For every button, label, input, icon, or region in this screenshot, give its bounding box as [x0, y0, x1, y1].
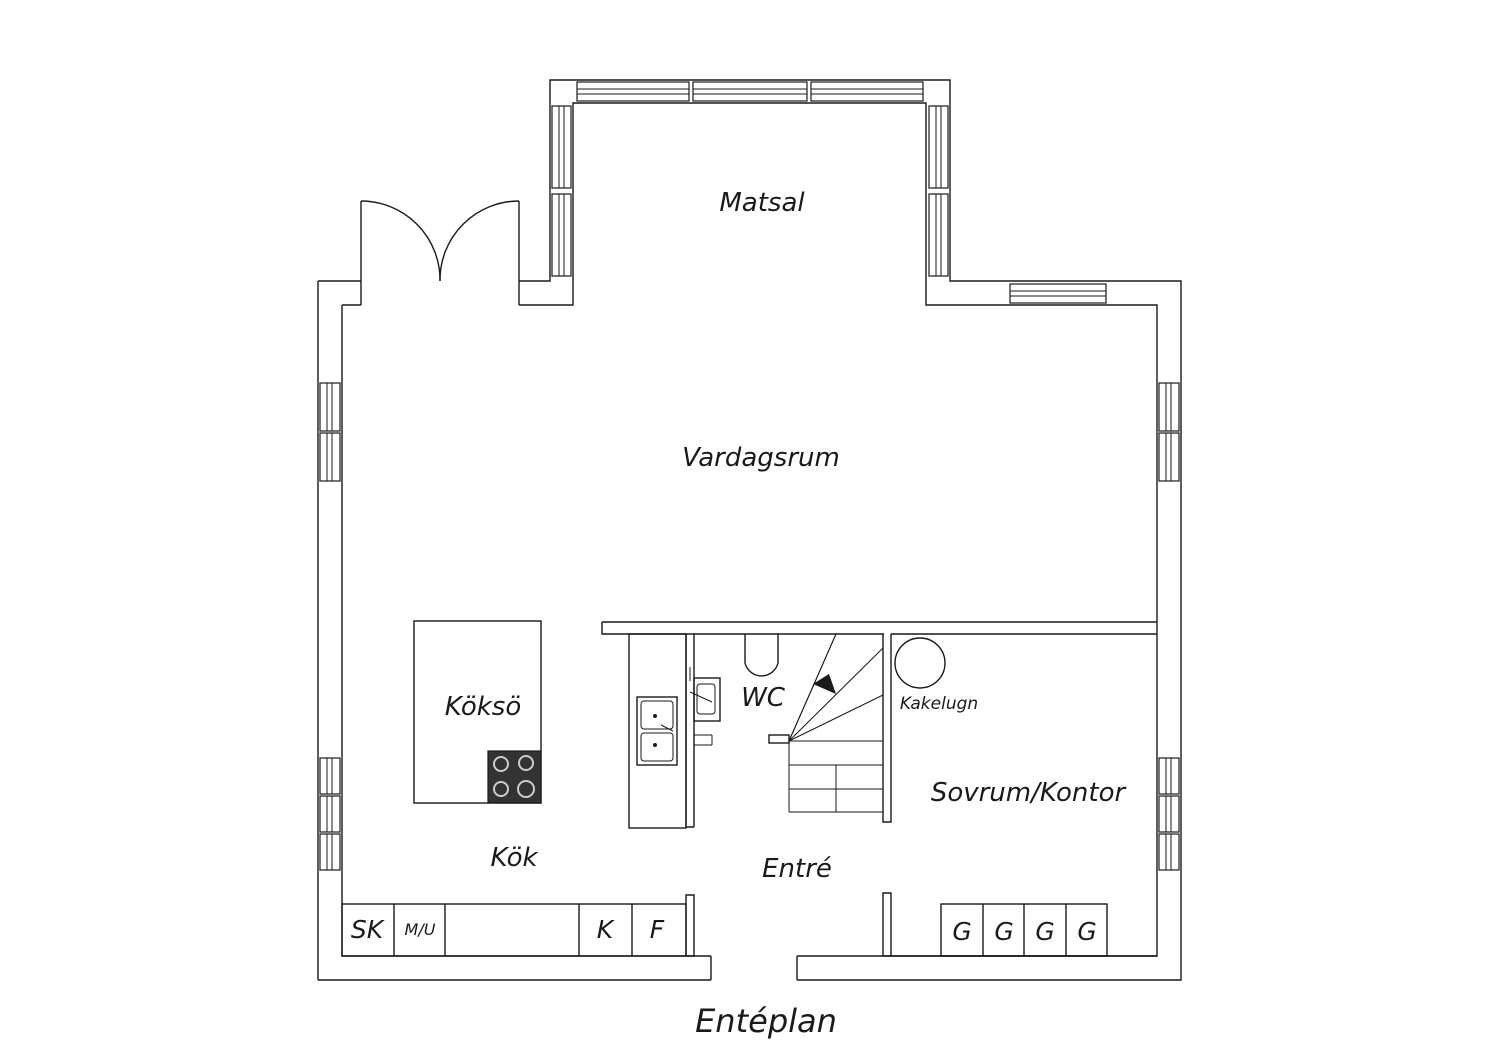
wardrobe-label: G — [994, 917, 1013, 946]
kakelugn-icon — [894, 637, 946, 689]
room-label-kok: Kök — [490, 843, 538, 873]
room-labels: Matsal Vardagsrum Köksö Kök WC Kakelugn … — [445, 188, 1128, 884]
unit-label-k: K — [597, 915, 616, 944]
wardrobe-label: G — [952, 917, 971, 946]
kitchen-counter — [628, 633, 687, 829]
wardrobe-label: G — [1077, 917, 1096, 946]
wc-fixtures — [689, 634, 779, 746]
stair-direction-arrow-icon — [813, 674, 836, 694]
outer-walls — [317, 79, 1182, 981]
wardrobe-labels: G G G G — [952, 917, 1096, 946]
wardrobe-label: G — [1035, 917, 1054, 946]
staircase — [768, 633, 884, 813]
room-label-wc: WC — [741, 683, 786, 713]
washbasin-icon — [693, 677, 721, 722]
room-label-entre: Entré — [762, 854, 832, 884]
kitchen-wall-units — [341, 903, 687, 957]
french-doors — [360, 200, 520, 282]
interior-walls — [601, 621, 1157, 957]
windows — [319, 81, 1180, 871]
sink-icon — [636, 696, 678, 766]
room-label-matsal: Matsal — [719, 188, 805, 218]
unit-label-mu: M/U — [405, 920, 436, 939]
room-label-sovrum-kontor: Sovrum/Kontor — [931, 778, 1128, 808]
toilet-icon — [744, 634, 779, 677]
unit-label-sk: SK — [351, 915, 386, 944]
room-label-vardagsrum: Vardagsrum — [682, 443, 840, 473]
wardrobes — [940, 903, 1108, 957]
room-label-kokso: Köksö — [445, 692, 522, 722]
kitchen-unit-labels: SK M/U K F — [351, 915, 665, 944]
unit-label-f: F — [650, 915, 665, 944]
room-label-kakelugn: Kakelugn — [900, 694, 978, 714]
plan-title: Entéplan — [695, 1002, 837, 1040]
kitchen-island — [413, 620, 542, 804]
